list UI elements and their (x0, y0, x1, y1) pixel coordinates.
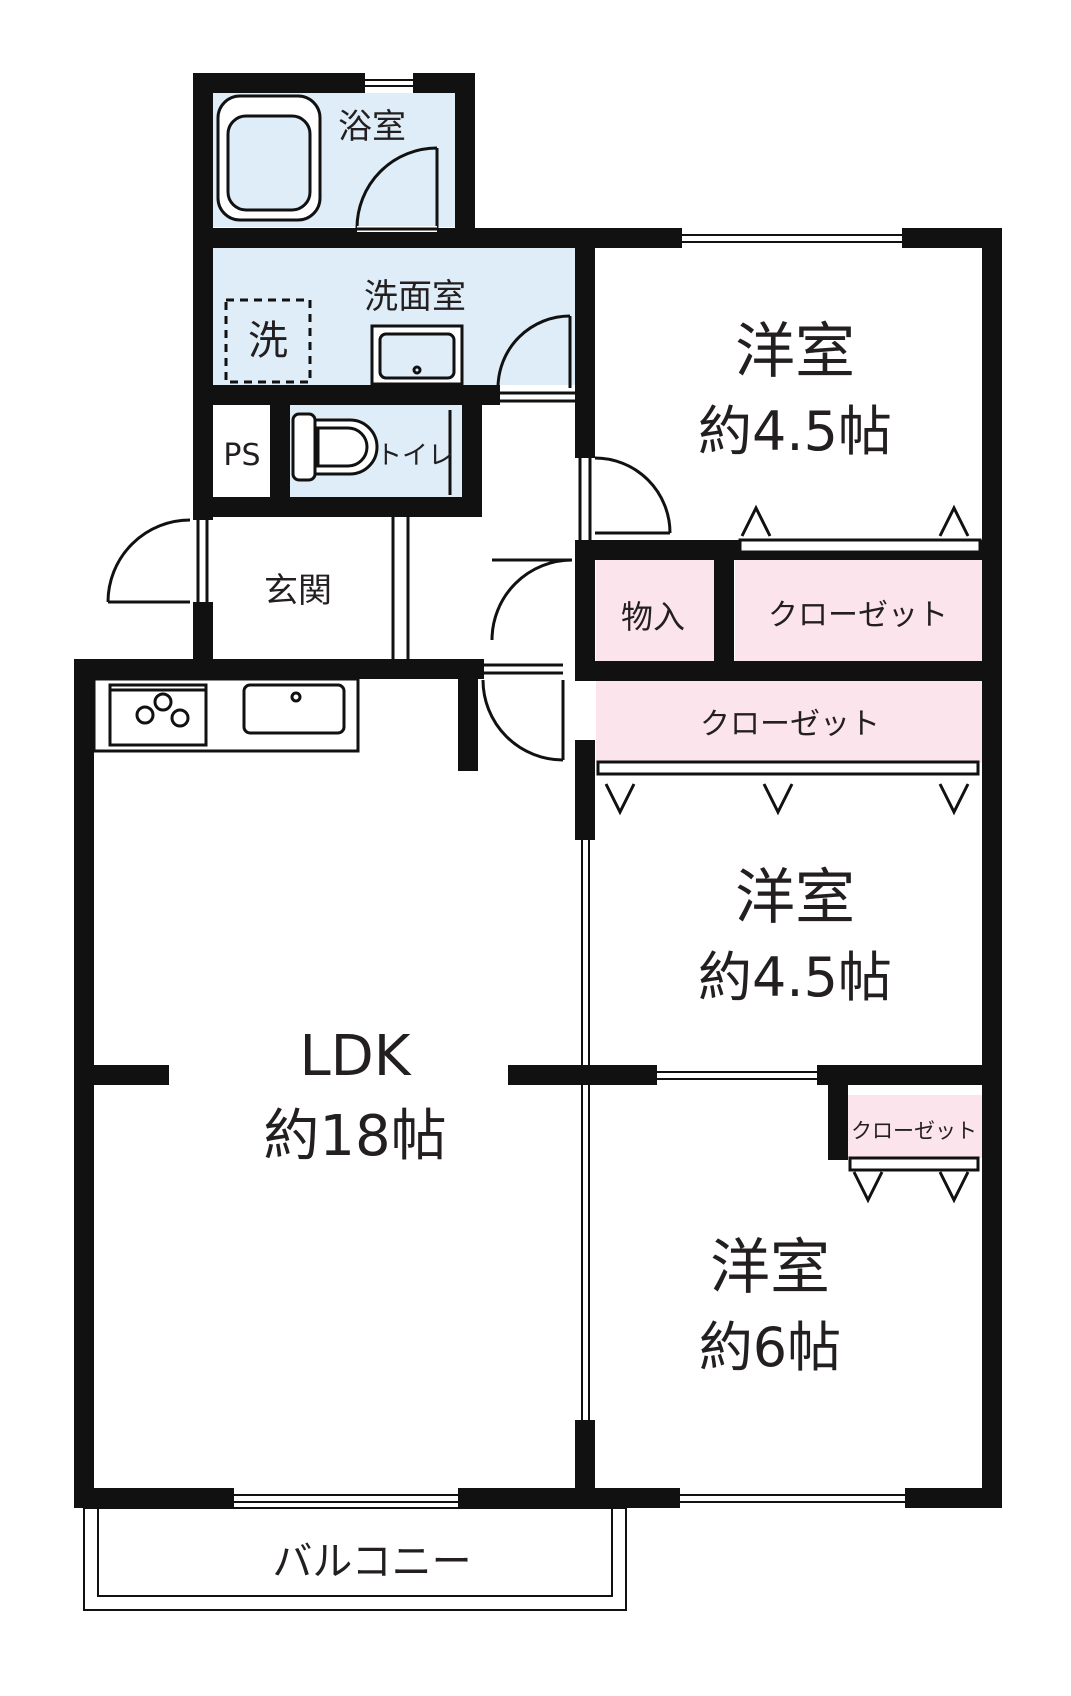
western-room-1-name: 洋室 (735, 317, 855, 387)
wall (193, 73, 475, 93)
wall (193, 385, 500, 405)
wall (714, 540, 734, 662)
washroom-label: 洗面室 (364, 277, 466, 317)
wall (455, 73, 475, 248)
closet-2-fill (596, 681, 982, 763)
entrance-label: 玄関 (264, 571, 332, 611)
windows (234, 73, 905, 1508)
wall (828, 1085, 848, 1160)
toilet-label: トイレ (376, 441, 454, 471)
wall (982, 228, 1002, 1508)
door-arc (490, 558, 573, 641)
door-arc (355, 146, 438, 229)
bathroom-label: 浴室 (338, 107, 406, 147)
wall (193, 228, 475, 248)
wall (74, 1065, 169, 1085)
closet-1-fill (735, 559, 982, 661)
closet-1-label: クローゼット (768, 598, 948, 633)
door-arc (106, 518, 191, 603)
toilet-tank (291, 412, 317, 482)
fixtures (92, 94, 982, 1204)
washer-space (224, 298, 312, 384)
door-arc (496, 314, 571, 389)
wall (462, 405, 482, 517)
storage-fill (596, 559, 714, 661)
ldk-size: 約18帖 (263, 1104, 446, 1169)
room-fills (213, 92, 982, 1158)
western-room-1-size: 約4.5帖 (698, 400, 892, 463)
closet-3-label: クローゼット (851, 1119, 977, 1143)
closet-2-label: クローゼット (700, 707, 880, 742)
sink (242, 683, 346, 735)
balcony (83, 1507, 627, 1611)
wall (270, 405, 290, 517)
wall (575, 1420, 595, 1508)
wall (193, 497, 482, 517)
western-room-3-name: 洋室 (710, 1233, 830, 1303)
pipe-space-label: PS (223, 438, 260, 473)
wall (575, 740, 595, 840)
wall (575, 661, 1002, 681)
labels: 浴室 洗面室 洗 PS トイレ 玄関 物入 クローゼット クローゼット クローゼ… (223, 107, 977, 1585)
wall (458, 659, 478, 771)
wall (575, 228, 595, 458)
wall (508, 1065, 595, 1085)
western-room-2-size: 約4.5帖 (698, 946, 892, 1009)
door-arc (481, 679, 564, 762)
wall (74, 659, 484, 679)
storage-label: 物入 (621, 598, 685, 636)
door-arc (594, 456, 672, 534)
doors (106, 146, 672, 762)
western-room-3-size: 約6帖 (699, 1316, 841, 1379)
western-room-2-name: 洋室 (735, 863, 855, 933)
washer-label: 洗 (248, 318, 288, 364)
wall (575, 540, 595, 670)
walls (74, 73, 1002, 1508)
balcony-label: バルコニー (272, 1539, 471, 1585)
ldk-name: LDK (299, 1024, 411, 1089)
closet-3-fill (848, 1095, 982, 1158)
